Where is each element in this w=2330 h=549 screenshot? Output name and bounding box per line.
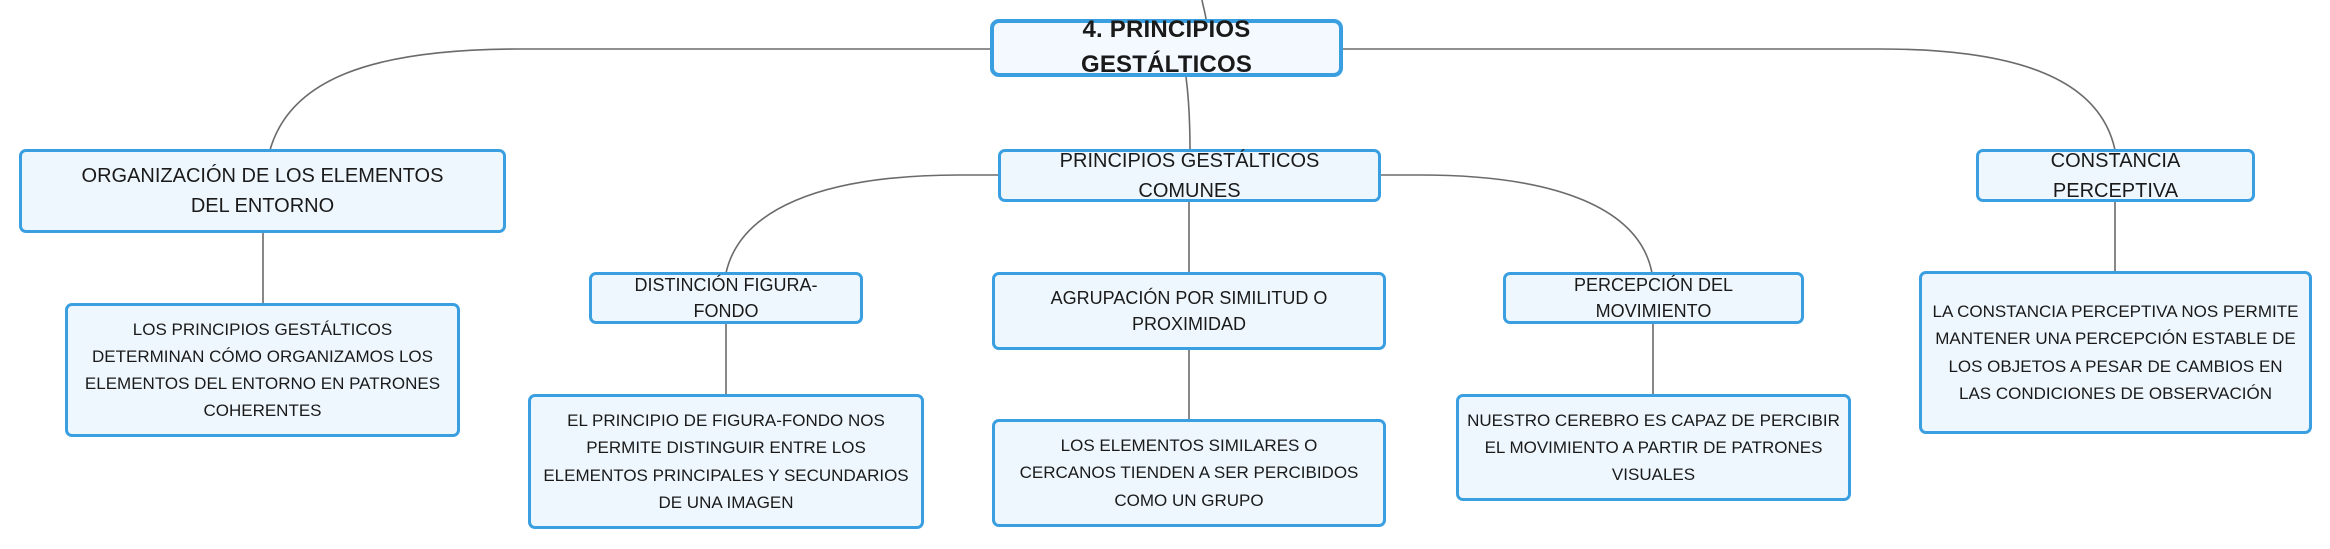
node-detail-text: LOS ELEMENTOS SIMILARES O CERCANOS TIEND… bbox=[1019, 436, 1359, 510]
node-detail-text: LA CONSTANCIA PERCEPTIVA NOS PERMITE MAN… bbox=[1932, 302, 2299, 403]
node-label: CONSTANCIA PERCEPTIVA bbox=[2050, 149, 2181, 202]
node-agrupacion-detail[interactable]: LOS ELEMENTOS SIMILARES O CERCANOS TIEND… bbox=[992, 419, 1386, 527]
node-label: PRINCIPIOS GESTÁLTICOS COMUNES bbox=[1059, 149, 1320, 202]
node-movimiento-detail[interactable]: NUESTRO CEREBRO ES CAPAZ DE PERCIBIR EL … bbox=[1456, 394, 1851, 501]
root-node[interactable]: 4. PRINCIPIOS GESTÁLTICOS bbox=[990, 16, 1343, 78]
node-organizacion-elementos[interactable]: ORGANIZACIÓN DE LOS ELEMENTOS DEL ENTORN… bbox=[19, 149, 506, 233]
node-label: DISTINCIÓN FIGURA-FONDO bbox=[634, 274, 818, 321]
connector-parent-root bbox=[1201, 0, 1207, 20]
node-detail-text: EL PRINCIPIO DE FIGURA-FONDO NOS PERMITE… bbox=[543, 411, 909, 512]
root-label: 4. PRINCIPIOS GESTÁLTICOS bbox=[1080, 16, 1253, 78]
connector-root-comunes bbox=[1185, 76, 1191, 151]
node-organizacion-detail[interactable]: LOS PRINCIPIOS GESTÁLTICOS DETERMINAN CÓ… bbox=[65, 303, 460, 437]
node-detail-text: LOS PRINCIPIOS GESTÁLTICOS DETERMINAN CÓ… bbox=[84, 319, 441, 421]
node-percepcion-movimiento[interactable]: PERCEPCIÓN DEL MOVIMIENTO bbox=[1503, 272, 1804, 324]
node-principios-comunes[interactable]: PRINCIPIOS GESTÁLTICOS COMUNES bbox=[998, 149, 1381, 202]
node-label: PERCEPCIÓN DEL MOVIMIENTO bbox=[1573, 274, 1734, 321]
node-agrupacion-similitud[interactable]: AGRUPACIÓN POR SIMILITUD O PROXIMIDAD bbox=[992, 272, 1386, 350]
node-label: AGRUPACIÓN POR SIMILITUD O PROXIMIDAD bbox=[1050, 287, 1328, 334]
node-figura-fondo-detail[interactable]: EL PRINCIPIO DE FIGURA-FONDO NOS PERMITE… bbox=[528, 394, 924, 529]
connector-comunes-movimiento bbox=[1381, 174, 1653, 274]
connector-comunes-figura bbox=[725, 174, 998, 274]
node-constancia-detail[interactable]: LA CONSTANCIA PERCEPTIVA NOS PERMITE MAN… bbox=[1919, 271, 2312, 434]
node-distincion-figura-fondo[interactable]: DISTINCIÓN FIGURA-FONDO bbox=[589, 272, 863, 324]
node-detail-text: NUESTRO CEREBRO ES CAPAZ DE PERCIBIR EL … bbox=[1467, 410, 1840, 485]
node-label: ORGANIZACIÓN DE LOS ELEMENTOS DEL ENTORN… bbox=[81, 165, 444, 217]
connector-root-constancia bbox=[1343, 48, 2116, 151]
connector-root-organizacion bbox=[269, 48, 990, 151]
node-constancia-perceptiva[interactable]: CONSTANCIA PERCEPTIVA bbox=[1976, 149, 2255, 202]
